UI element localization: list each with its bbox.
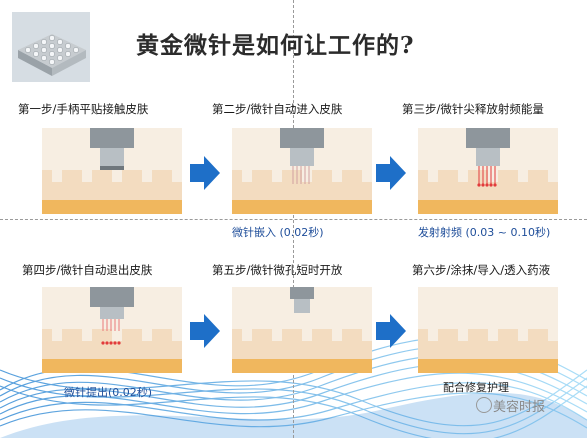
step-6-illustration [418, 287, 558, 373]
step-6-label: 第六步/涂抹/导入/透入药液 [412, 263, 551, 277]
microneedle-head-icon [12, 12, 90, 82]
arrow-right-icon [190, 156, 220, 190]
step-5-label: 第五步/微针微孔短时开放 [212, 263, 343, 277]
wechat-watermark-icon [476, 397, 492, 413]
step-4-illustration [42, 287, 182, 373]
step-2-illustration [232, 128, 372, 214]
step-3-caption: 发射射频 (0.03 ~ 0.10秒) [418, 226, 551, 239]
arrow-right-icon [190, 314, 220, 348]
step-2-label: 第二步/微针自动进入皮肤 [212, 102, 343, 116]
step-2-caption: 微针嵌入 (0.02秒) [232, 226, 324, 239]
step-3-illustration [418, 128, 558, 214]
guide-line-vertical [293, 0, 294, 438]
step-1-illustration [42, 128, 182, 214]
step-3-label: 第三步/微针尖释放射频能量 [402, 102, 544, 116]
step-1-label: 第一步/手柄平贴接触皮肤 [18, 102, 149, 116]
step-6-caption: 配合修复护理 [443, 381, 509, 394]
page-title: 黄金微针是如何让工作的? [136, 32, 415, 59]
watermark-text: 美容时报 [493, 400, 546, 415]
background-waves [0, 336, 587, 438]
arrow-right-icon [376, 156, 406, 190]
arrow-right-icon [376, 314, 406, 348]
step-4-label: 第四步/微针自动退出皮肤 [22, 263, 153, 277]
step-4-caption: 微针提出(0.02秒) [64, 386, 153, 399]
step-5-illustration [232, 287, 372, 373]
